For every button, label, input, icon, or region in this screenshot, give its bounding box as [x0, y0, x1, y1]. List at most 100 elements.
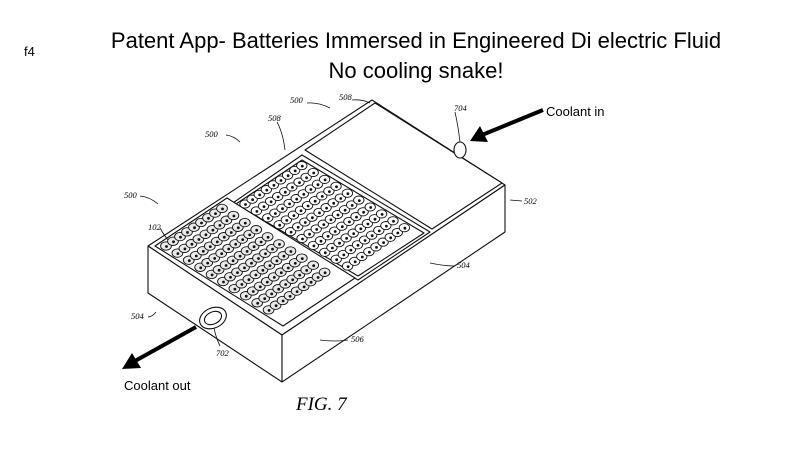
coolant-out-label: Coolant out — [124, 378, 191, 393]
battery-cell-terminal — [274, 304, 278, 308]
battery-cell-terminal — [240, 283, 244, 286]
battery-cell-terminal — [183, 247, 187, 251]
battery-cell-terminal — [292, 214, 296, 218]
battery-cell-terminal — [213, 257, 217, 260]
battery-cell-terminal — [229, 231, 233, 234]
battery-cell-terminal — [323, 251, 327, 255]
battery-cell-terminal — [272, 276, 276, 279]
battery-cell-terminal — [190, 242, 194, 246]
battery-cell-terminal — [199, 266, 203, 270]
battery-cell-terminal — [322, 223, 326, 227]
battery-cell-terminal — [303, 221, 307, 224]
battery-cell-terminal — [320, 195, 324, 198]
battery-cell-terminal — [248, 233, 252, 237]
battery-cell-terminal — [346, 192, 350, 196]
lid-panel — [304, 102, 503, 230]
battery-cell-terminal — [254, 273, 258, 277]
battery-cell-terminal — [232, 214, 236, 218]
battery-cell-terminal — [312, 264, 316, 268]
battery-cell-terminal — [311, 216, 314, 220]
battery-cell-terminal — [403, 226, 407, 230]
cell-array-middle — [239, 161, 411, 271]
battery-cell-terminal — [194, 254, 198, 258]
battery-cell-terminal — [293, 169, 297, 173]
battery-cell-terminal — [243, 266, 246, 270]
battery-cell-terminal — [302, 285, 306, 289]
battery-cell-terminal — [286, 266, 290, 270]
battery-cell-terminal — [370, 234, 374, 238]
battery-cell-terminal — [193, 226, 196, 230]
battery-cell-terminal — [208, 245, 212, 249]
battery-cell-terminal — [357, 199, 361, 203]
battery-cell-terminal — [289, 250, 293, 253]
battery-cell-terminal — [288, 202, 291, 206]
battery-cell-terminal — [265, 188, 269, 192]
battery-cell-terminal — [186, 231, 189, 234]
ref-102: 102 — [148, 222, 162, 232]
cell-array-front — [160, 203, 331, 315]
battery-cell-terminal — [302, 192, 306, 196]
battery-cell-terminal — [295, 290, 299, 293]
battery-cell-terminal — [299, 209, 303, 213]
battery-cell-terminal — [331, 246, 334, 250]
slide-tag: f4 — [24, 44, 35, 59]
battery-cell-terminal — [197, 238, 201, 241]
battery-cell-terminal — [373, 217, 377, 221]
battery-cell-terminal — [222, 235, 226, 239]
battery-cell-terminal — [275, 259, 279, 263]
ref-508-mid: 508 — [268, 113, 282, 123]
battery-cell-terminal — [279, 179, 283, 182]
battery-cell-terminal — [269, 200, 273, 204]
battery-cell-terminal — [247, 278, 251, 282]
battery-cell-terminal — [355, 215, 358, 219]
battery-cell-terminal — [224, 264, 228, 267]
coolant-out-arrow — [122, 325, 197, 369]
battery-cell-terminal — [172, 240, 175, 244]
battery-cell-terminal — [368, 250, 371, 254]
battery-cell-terminal — [336, 213, 340, 217]
battery-cell-terminal — [385, 224, 388, 228]
battery-cell-terminal — [296, 225, 300, 229]
battery-cell-terminal — [392, 219, 395, 223]
module-side-face — [281, 184, 506, 383]
ref-506: 506 — [351, 334, 365, 344]
battery-cell-terminal — [346, 265, 350, 268]
battery-cell-terminal — [360, 255, 364, 259]
battery-cell-terminal — [285, 219, 289, 222]
battery-cell-terminal — [271, 247, 274, 251]
battery-cell-terminal — [323, 178, 327, 182]
ref-500-left: 500 — [124, 190, 138, 200]
coolant-in-arrow — [470, 108, 544, 142]
battery-cell-terminal — [328, 190, 331, 194]
cell-tray-middle-inner — [235, 159, 425, 277]
battery-cell-terminal — [258, 285, 262, 289]
battery-cell-terminal — [325, 206, 328, 210]
battery-cell-terminal — [333, 230, 337, 233]
battery-cell-terminal — [272, 183, 276, 187]
battery-cell-terminal — [338, 241, 341, 245]
battery-cell-terminal — [211, 228, 215, 232]
battery-cell-terminal — [229, 275, 232, 279]
battery-cell-terminal — [179, 235, 182, 239]
battery-cell-terminal — [345, 237, 348, 240]
ref-502: 502 — [524, 196, 538, 206]
battery-cell-terminal — [231, 259, 235, 263]
battery-cell-terminal — [339, 197, 343, 200]
battery-cell-terminal — [236, 271, 239, 274]
battery-cell-terminal — [204, 233, 208, 237]
outlet-port — [199, 306, 227, 330]
battery-cell-terminal — [288, 294, 292, 298]
battery-cell-terminal — [221, 207, 224, 211]
battery-cell-terminal — [222, 280, 225, 284]
battery-cell-terminal — [329, 218, 333, 222]
battery-cell-terminal — [300, 164, 304, 168]
battery-cell-terminal — [380, 213, 384, 216]
battery-cell-terminal — [210, 273, 214, 277]
battery-cell-terminal — [270, 292, 274, 296]
battery-cell-terminal — [243, 221, 247, 225]
battery-cell-terminal — [335, 185, 338, 189]
battery-cell-terminal — [313, 199, 317, 203]
battery-cell-terminal — [217, 268, 221, 272]
battery-cell-terminal — [262, 205, 266, 209]
ref-704: 704 — [454, 103, 468, 113]
